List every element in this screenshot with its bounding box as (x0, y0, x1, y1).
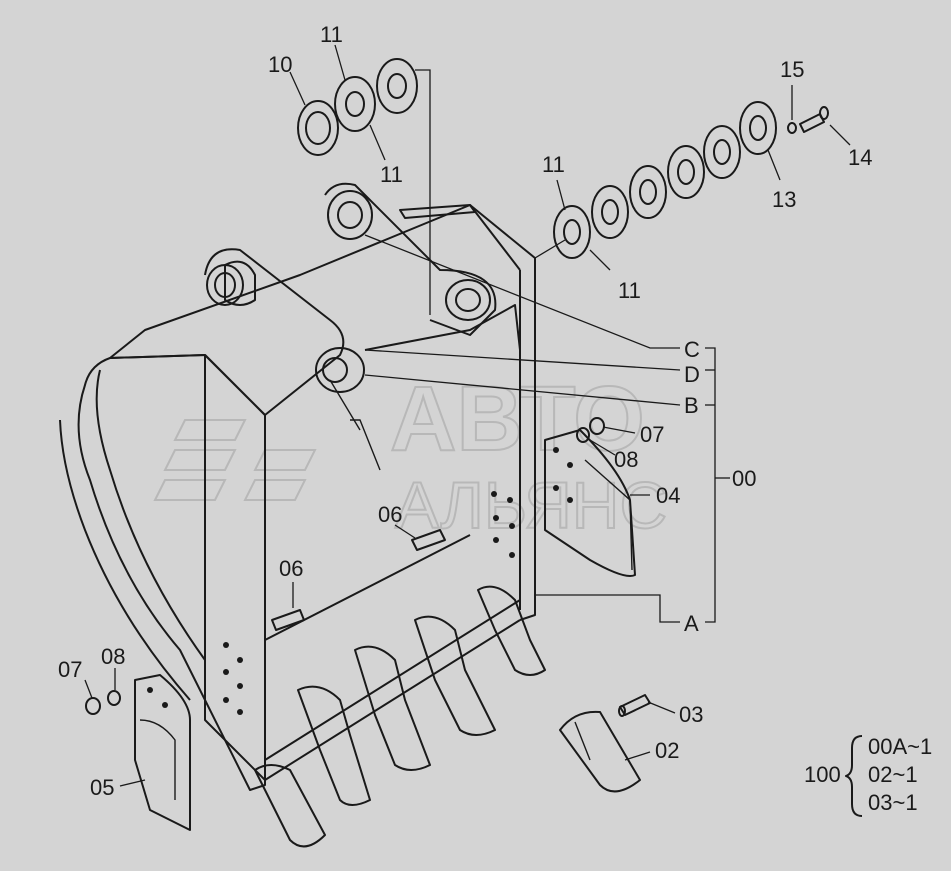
callout-08-left: 08 (101, 644, 125, 669)
callout-02: 02 (655, 738, 679, 763)
callout-11-lower: 11 (380, 162, 403, 187)
side-plate-04 (544, 429, 636, 577)
watermark: АВТО АЛЬЯНС (153, 367, 668, 543)
callout-04: 04 (656, 483, 680, 508)
shims-11-13 (553, 101, 777, 259)
callout-06-upper: 06 (378, 502, 402, 527)
watermark-logo (153, 419, 317, 501)
callout-11-top: 11 (320, 22, 343, 47)
bucket-body (59, 204, 536, 791)
callout-10: 10 (268, 52, 292, 77)
pin-03 (618, 694, 651, 717)
callout-B: B (684, 393, 699, 418)
assembly-brace (845, 735, 863, 817)
side-plate-05 (134, 674, 191, 831)
callout-13: 13 (772, 187, 796, 212)
assembly-row-3: 03~1 (868, 790, 918, 815)
callout-labels: 10 11 11 11 11 13 14 15 C D B 07 08 04 0… (58, 22, 872, 800)
callout-03: 03 (679, 702, 703, 727)
assembly-table: 100 00A~1 02~1 03~1 (804, 734, 932, 817)
leader-lines (84, 44, 851, 787)
callout-07-left: 07 (58, 657, 82, 682)
callout-A: A (684, 611, 699, 636)
callout-11-right-bottom: 11 (618, 278, 641, 303)
assembly-prefix: 100 (804, 762, 841, 787)
callout-05: 05 (90, 775, 114, 800)
callout-14: 14 (848, 145, 872, 170)
callout-07-right: 07 (640, 422, 664, 447)
callout-D: D (684, 362, 700, 387)
bolt-14-washer-15 (787, 106, 829, 134)
callout-11-right-top: 11 (542, 152, 565, 177)
callout-06-lower: 06 (279, 556, 303, 581)
callout-00: 00 (732, 466, 756, 491)
fasteners-07-08 (85, 417, 605, 715)
bucket-teeth (254, 585, 641, 848)
boss-plates (204, 182, 521, 416)
bolt-holes (223, 491, 515, 715)
assembly-row-2: 02~1 (868, 762, 918, 787)
watermark-line1: АВТО (390, 368, 645, 470)
assembly-row-1: 00A~1 (868, 734, 932, 759)
bolts-06 (271, 529, 446, 631)
callout-15: 15 (780, 57, 804, 82)
callout-08-right: 08 (614, 447, 638, 472)
shims-10-11 (297, 58, 418, 156)
callout-C: C (684, 337, 700, 362)
